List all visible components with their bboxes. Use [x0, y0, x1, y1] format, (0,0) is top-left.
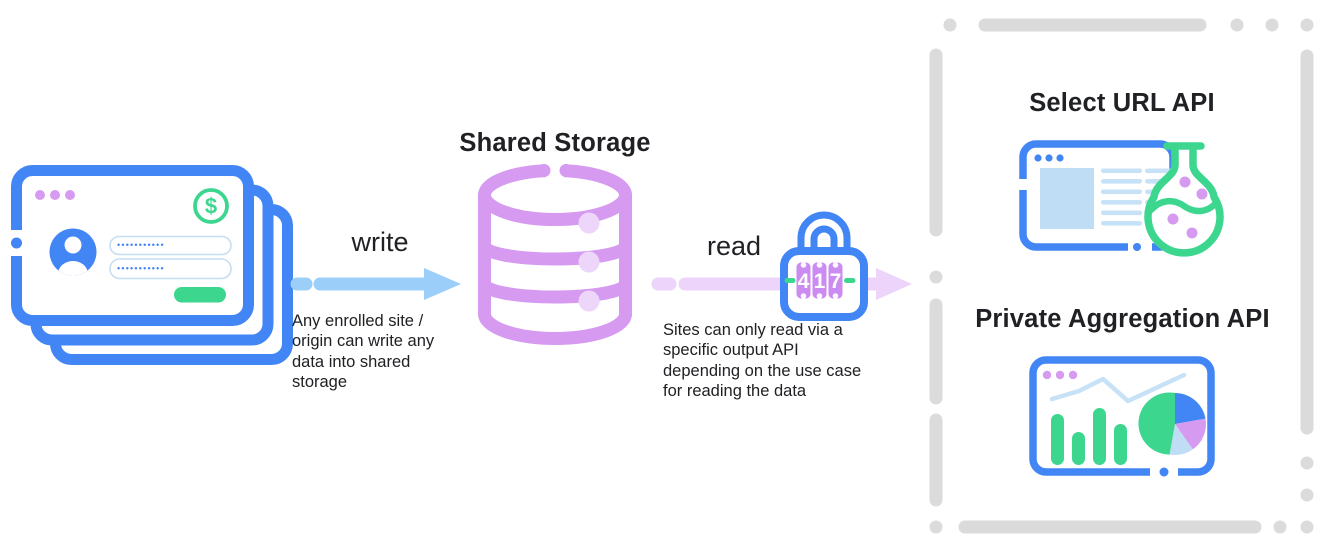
content-block — [1040, 168, 1094, 229]
dollar-badge-icon: $ — [193, 188, 229, 224]
lock-digit-3: 7 — [830, 270, 842, 293]
window-controls-dots — [35, 190, 75, 200]
select-url-api-title: Select URL API — [1029, 89, 1215, 117]
write-label: write — [351, 227, 409, 257]
window-controls-dots — [1042, 370, 1078, 380]
window-controls-dots — [1034, 154, 1064, 162]
lock-shackle-outer — [797, 211, 851, 260]
lock-shackle-inner — [810, 225, 838, 260]
flask-icon — [1144, 142, 1224, 257]
dashboard-chart-icon — [1029, 356, 1215, 478]
database-icon — [478, 162, 632, 345]
read-label: read — [706, 231, 762, 261]
lock-dial: 4 1 7 — [796, 262, 843, 299]
pie-chart — [1138, 392, 1206, 455]
submit-button-shape — [174, 287, 226, 303]
private-aggregation-api-title: Private Aggregation API — [975, 305, 1270, 333]
dollar-sign: $ — [205, 194, 217, 219]
database-lights — [578, 212, 600, 312]
browser-with-flask-icon — [1018, 140, 1224, 257]
password-field-2: ••••••••••• — [109, 258, 232, 280]
combination-lock-icon: 4 1 7 — [780, 211, 868, 321]
line-chart — [1049, 372, 1187, 404]
shared-storage-title: Shared Storage — [459, 129, 651, 157]
password-field-1: ••••••••••• — [109, 235, 232, 256]
write-arrow-icon — [290, 268, 461, 300]
dashed-panel-border — [929, 18, 1314, 534]
lock-digit-1: 4 — [798, 270, 810, 293]
password-masked-text: ••••••••••• — [117, 240, 165, 250]
read-description: Sites can only read via a specific outpu… — [663, 321, 862, 401]
password-masked-text: ••••••••••• — [117, 264, 165, 274]
lock-digit-2: 1 — [814, 270, 826, 293]
avatar-icon — [49, 228, 97, 276]
write-description: Any enrolled site / origin can write any… — [292, 312, 435, 392]
enrolled-sites-windows-icon: $ ••••••••••• ••••••••••• — [9, 165, 293, 365]
bar-chart — [1051, 408, 1127, 465]
